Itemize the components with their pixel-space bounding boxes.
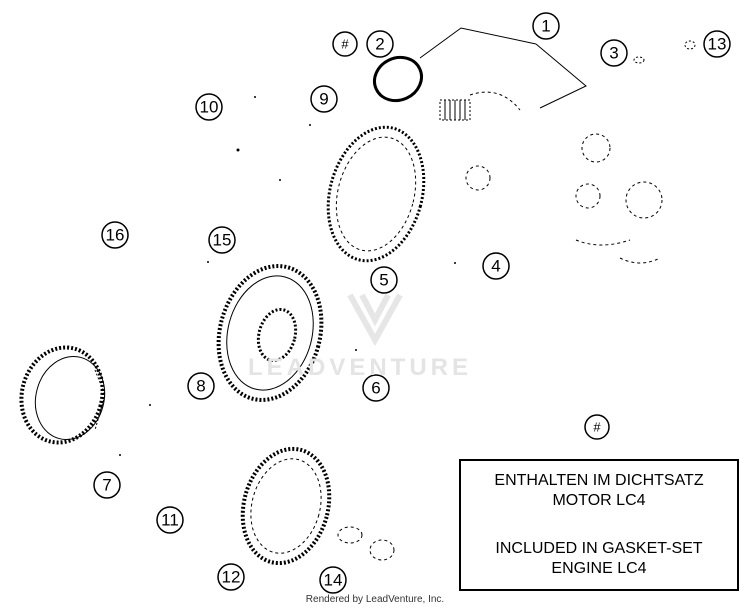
svg-text:12: 12 (222, 568, 241, 587)
callout-2: 2 (366, 30, 394, 58)
svg-text:11: 11 (161, 511, 179, 530)
callout-8: 8 (187, 372, 215, 400)
leader-lines (419, 27, 587, 109)
callout-16: 16 (101, 221, 129, 249)
callout-7: 7 (93, 471, 121, 499)
svg-text:16: 16 (106, 226, 125, 245)
svg-text:5: 5 (379, 271, 388, 290)
callout-9: 9 (310, 85, 338, 113)
callout-6: 6 (362, 374, 390, 402)
svg-text:3: 3 (609, 44, 618, 63)
legend-line-4: ENGINE LC4 (551, 560, 647, 577)
svg-text:4: 4 (491, 257, 500, 276)
small-parts-3-13 (633, 40, 696, 64)
callout-10: 10 (195, 93, 223, 121)
o-ring-part-2 (373, 55, 423, 103)
small-dots (119, 96, 626, 481)
callout-5: 5 (370, 266, 398, 294)
callout-11: 11 (156, 506, 184, 534)
ring-gear-part-7 (19, 345, 106, 445)
cover-parts (575, 133, 663, 264)
gasket-set-legend: ENTHALTEN IM DICHTSATZ MOTOR LC4 INCLUDE… (459, 459, 739, 591)
gear-part-12 (240, 446, 332, 566)
callouts: 1 # 2 3 13 10 9 16 15 4 5 8 6 # 7 11 12 … (93, 12, 731, 594)
svg-text:7: 7 (102, 476, 111, 495)
callout-3: 3 (600, 39, 628, 67)
svg-text:2: 2 (375, 35, 384, 54)
legend-line-2: MOTOR LC4 (552, 492, 646, 509)
svg-text:1: 1 (541, 17, 550, 36)
svg-text:10: 10 (200, 98, 219, 117)
callout-4: 4 (482, 252, 510, 280)
gear-part-5 (326, 125, 426, 263)
svg-text:#: # (341, 37, 349, 52)
svg-text:6: 6 (371, 379, 380, 398)
watermark-logo (347, 293, 403, 347)
svg-text:13: 13 (708, 35, 727, 54)
callout-hash-top: # (332, 31, 358, 57)
watermark-text: LEADVENTURE (248, 354, 473, 381)
callout-hash-legend: # (584, 414, 610, 440)
callout-15: 15 (208, 226, 236, 254)
callout-12: 12 (217, 563, 245, 591)
render-credit: Rendered by LeadVenture, Inc. (305, 594, 445, 605)
callout-13: 13 (703, 30, 731, 58)
gear-part-8 (216, 264, 324, 402)
svg-text:14: 14 (324, 571, 343, 590)
callout-1: 1 (532, 12, 560, 40)
shaft-part-1 (439, 91, 521, 191)
svg-text:9: 9 (319, 90, 328, 109)
washers-part-14 (337, 526, 395, 561)
svg-text:15: 15 (213, 231, 232, 250)
legend-line-3: INCLUDED IN GASKET-SET (495, 540, 703, 557)
callout-14: 14 (319, 566, 347, 594)
legend-line-1: ENTHALTEN IM DICHTSATZ (494, 472, 704, 489)
svg-text:8: 8 (196, 377, 205, 396)
svg-text:#: # (593, 420, 601, 435)
